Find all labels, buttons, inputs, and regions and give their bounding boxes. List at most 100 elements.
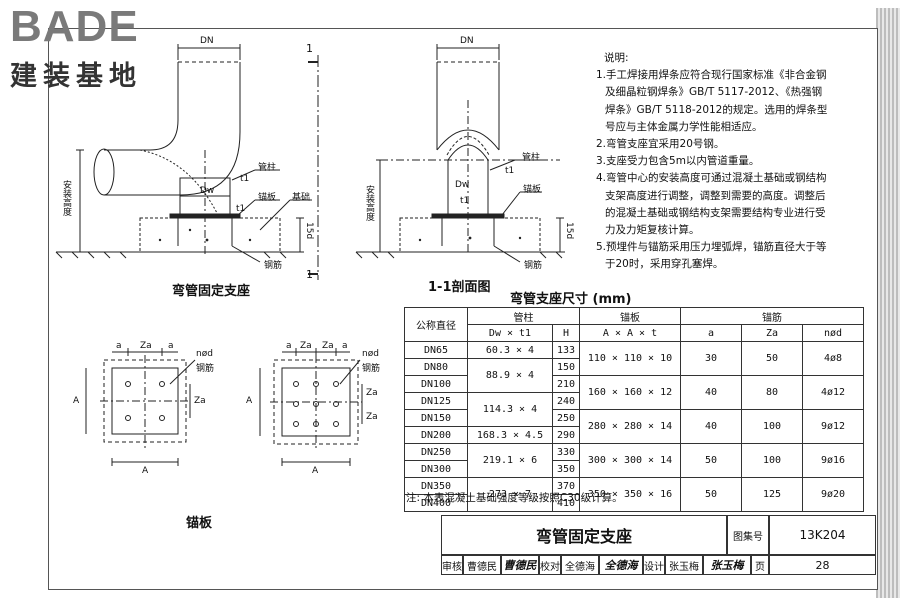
logo-subtitle: 建装基地 [10, 61, 142, 92]
table-row: DN250 219.1 × 6 330 300 × 300 × 14 50 10… [404, 443, 864, 478]
header-rebar: 锚筋 [680, 307, 864, 325]
cell-h: 210 [552, 375, 580, 393]
cell-za: 80 [741, 375, 803, 410]
cell-a: 30 [680, 341, 742, 376]
check-label: 校对 [539, 555, 561, 575]
za-label-plate-left-side: Za [194, 396, 206, 406]
cell-dn: DN300 [404, 460, 468, 478]
logo: BADE 建装基地 [6, 2, 176, 94]
dn-label-section: DN [460, 36, 474, 46]
cell-dw: 219.1 × 6 [467, 443, 553, 478]
table-row: DN125 114.3 × 4 240 [404, 392, 864, 427]
cell-za: 100 [741, 443, 803, 478]
table-row: DN400 410 [404, 494, 864, 512]
cell-dw: 60.3 × 4 [467, 341, 553, 359]
cell-plate: 300 × 300 × 14 [579, 443, 681, 478]
header-nominal: 公称直径 [404, 307, 468, 342]
note-item: 4.弯管中心的安装高度可通过混凝土基础或钢结构支架高度进行调整，调整到需要的高度… [596, 172, 827, 237]
cell-h: 150 [552, 358, 580, 376]
za-label-plate-right-2: Za [322, 341, 334, 351]
cell-plate: 160 × 160 × 12 [579, 375, 681, 410]
table-row: DN200 168.3 × 4.5 290 [404, 426, 864, 444]
za-label-plate-left: Za [140, 341, 152, 351]
cell-h: 290 [552, 426, 580, 444]
section-mark-top: 1 [306, 42, 313, 55]
cell-dn: DN250 [404, 443, 468, 461]
cell-h: 133 [552, 341, 580, 359]
cell-dn: DN200 [404, 426, 468, 444]
header-za: Za [741, 324, 803, 342]
pipe-column-label-section: 管柱 [522, 153, 541, 163]
A-label-plate-left-bottom: A [142, 466, 149, 476]
anchor-plate-elev [169, 213, 241, 219]
cell-dn: DN80 [404, 358, 468, 376]
table-row: DN300 350 [404, 460, 864, 478]
cell-a: 50 [680, 443, 742, 478]
designer-signature: 张玉梅 [703, 555, 751, 575]
binder-edge [876, 8, 900, 598]
review-label: 审核 [441, 555, 463, 575]
header-a: a [680, 324, 742, 342]
rebar-label-section: 钢筋 [524, 261, 543, 271]
rebar-label-left: 钢筋 [196, 364, 215, 374]
title-block: 弯管固定支座 图集号 13K204 审核 曹德民 曹德民 校对 全德海 全德海 … [441, 515, 876, 589]
cell-dn: DN150 [404, 409, 468, 427]
cell-h: 330 [552, 443, 580, 461]
cell-dn: DN65 [404, 341, 468, 359]
t1-label-elev-2: t1 [236, 204, 246, 214]
sheet-title: 弯管固定支座 [441, 515, 727, 555]
caption-section-1-1: 1-1剖面图 [428, 280, 491, 295]
page-label: 页 [751, 555, 769, 575]
checker-signature: 全德海 [599, 555, 643, 575]
atlas-label: 图集号 [727, 515, 769, 555]
pipe-column-label-elev: 管柱 [258, 163, 277, 173]
header-dw-t1: Dw × t1 [467, 324, 553, 342]
header-axaxt: A × A × t [579, 324, 681, 342]
cell-plate: 280 × 280 × 14 [579, 409, 681, 444]
za-label-plate-right-side-2: Za [366, 412, 378, 422]
A-label-plate-right-side: A [246, 396, 253, 406]
install-height-label-elev: 安装高度 [61, 180, 71, 216]
table-row: DN65 60.3 × 4 133 110 × 110 × 10 30 50 4… [404, 341, 864, 376]
depth-label-section: 15d [564, 222, 574, 240]
checker-name: 全德海 [561, 555, 599, 575]
A-label-plate-left-side: A [73, 396, 80, 406]
table-title: 弯管支座尺寸 (mm) [510, 292, 632, 307]
install-height-label-section: 安装高度 [364, 185, 374, 221]
cell-h: 240 [552, 392, 580, 410]
foundation-label-elev: 基础 [292, 193, 311, 203]
notes-block: 说明: 1.手工焊接用焊条应符合现行国家标准《非合金钢及细晶粒钢焊条》GB/T … [596, 50, 831, 274]
cell-h: 250 [552, 409, 580, 427]
cell-za: 125 [741, 477, 803, 512]
t1-label-section-2: t1 [460, 196, 470, 206]
cell-nd: 9ø12 [802, 409, 864, 444]
cell-dw: 168.3 × 4.5 [467, 426, 553, 444]
a-label-plate-left-2: a [168, 341, 174, 351]
rebar-label-right: 钢筋 [362, 364, 381, 374]
cell-nd: 4ø8 [802, 341, 864, 376]
cell-plate: 350 × 350 × 16 [579, 477, 681, 512]
foundation-elev [139, 217, 281, 253]
section-mark-bottom: 1 [306, 268, 313, 281]
table-row: DN150 250 280 × 280 × 14 40 100 9ø12 [404, 409, 864, 444]
cell-nd: 9ø16 [802, 443, 864, 478]
a-label-plate-left: a [116, 341, 122, 351]
a-label-plate-right-2: a [342, 341, 348, 351]
rebar-dia-label-left: nød [196, 349, 213, 359]
t1-label-elev: t1 [240, 174, 250, 184]
dw-label-elev: Dw [200, 186, 215, 196]
reviewer-name: 曹德民 [463, 555, 501, 575]
depth-label-elev: 15d [304, 222, 314, 240]
reviewer-signature: 曹德民 [501, 555, 539, 575]
cell-dw: 114.3 × 4 [467, 392, 553, 427]
cell-dn: DN125 [404, 392, 468, 410]
note-item: 1.手工焊接用焊条应符合现行国家标准《非合金钢及细晶粒钢焊条》GB/T 5117… [596, 69, 828, 133]
caption-anchor-plate: 锚板 [186, 516, 213, 531]
cell-za: 100 [741, 409, 803, 444]
notes-heading: 说明: [604, 52, 629, 64]
table-note: 注: 本表混凝土基础强度等级按照C30级计算。 [406, 492, 623, 504]
design-label: 设计 [643, 555, 665, 575]
t1-label-section: t1 [505, 166, 515, 176]
